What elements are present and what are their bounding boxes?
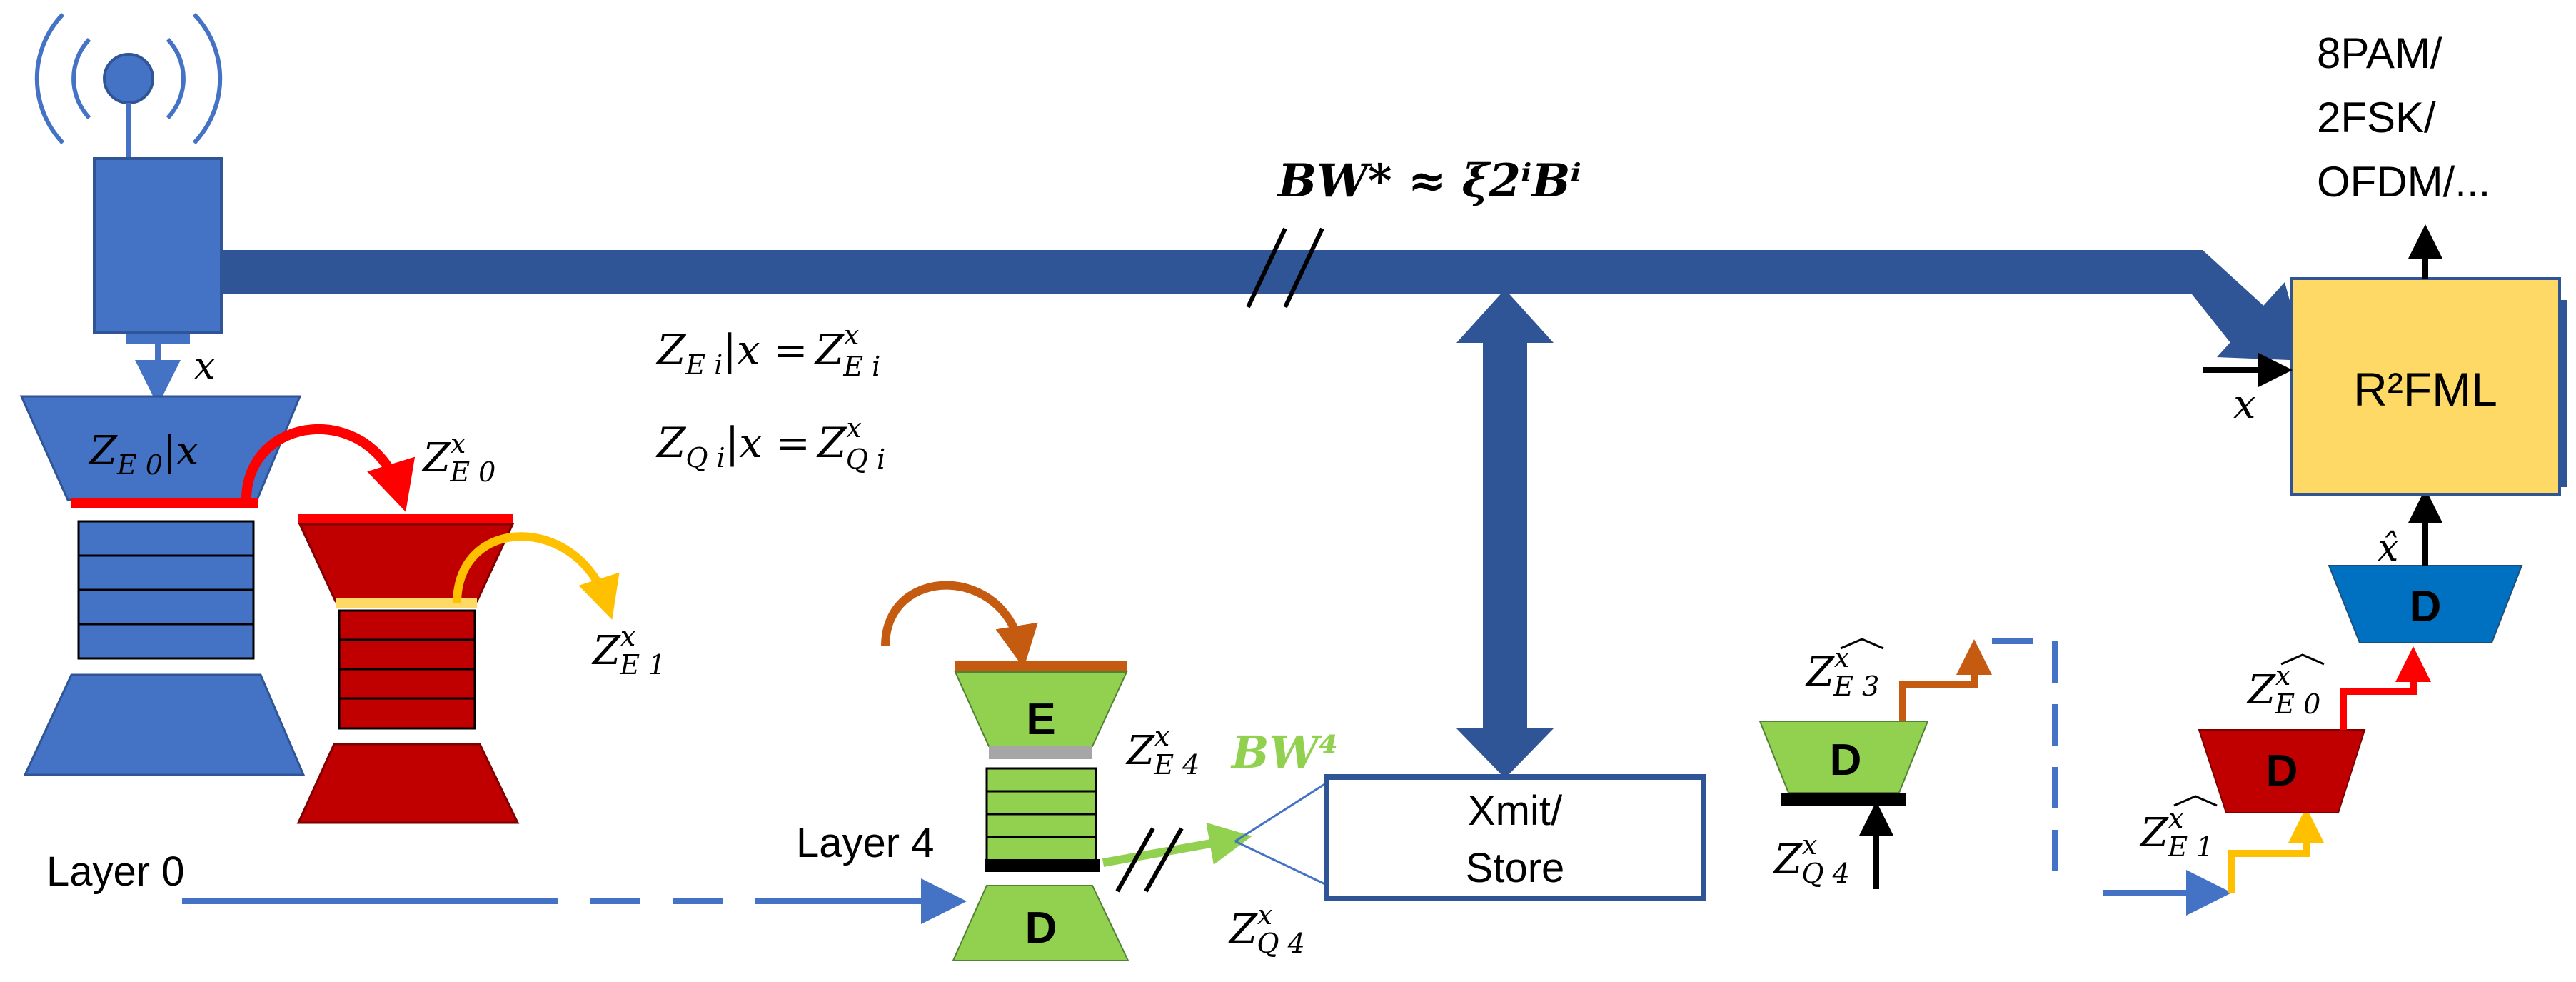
rfml-label: R²FML (2353, 363, 2497, 416)
layer0-encoder-trapezoid (19, 395, 302, 501)
x-hat-label: x̂ (2378, 527, 2398, 570)
blue-decoder-d-label: D (2410, 582, 2442, 631)
orange-transfer-arrow (881, 581, 1038, 668)
green-decoder-trapezoid (952, 885, 1129, 961)
red-transfer-arrow (241, 424, 416, 512)
layer4-decoder-d-label: D (1025, 903, 1057, 953)
layer0-latent-bar (71, 498, 258, 508)
antenna-icon (34, 12, 223, 159)
layer0-label: Layer 0 (46, 848, 184, 895)
layer0-latent-stack (77, 520, 255, 660)
bw4-break-mark-2 (1144, 827, 1184, 893)
bw4-label: BW⁴ (1230, 726, 1338, 778)
device-base (126, 334, 190, 344)
red-decoder-right (2198, 729, 2366, 813)
bus-arrowhead (2217, 282, 2306, 361)
green-decoder-black-bar (1781, 793, 1906, 806)
gold-step-arrow (2228, 807, 2324, 893)
green-orange-bar (955, 661, 1127, 672)
red-latent-stack (338, 609, 476, 730)
modulation-line-3: OFDM/... (2317, 158, 2490, 206)
orange-step-arrow (1899, 639, 1992, 721)
blue-decoder-right (2328, 565, 2523, 643)
modulation-line-1: 8PAM/ (2317, 29, 2442, 77)
ze1-hat-accent (2173, 795, 2218, 807)
vertical-bus-top-arrow (1456, 289, 1554, 343)
bandwidth-formula: BW* ≈ ξ2ⁱBⁱ (1277, 154, 1581, 208)
xmit-connector-bottom (1234, 840, 1329, 887)
green-decoder-d-label: D (1830, 736, 1862, 785)
layer0-decoder-trapezoid (23, 673, 306, 776)
ze0-given-x-label: ZE 0|x (88, 428, 198, 481)
gold-transfer-arrow (453, 532, 620, 620)
x-input-rfml-label: x (2233, 381, 2256, 428)
red-encoder-trapezoid (298, 523, 515, 603)
layer4-label: Layer 4 (796, 820, 934, 866)
vertical-bus-shaft (1483, 336, 1527, 736)
red-step-arrow (2340, 646, 2431, 730)
encoder-e-label: E (1026, 695, 1055, 744)
store-label: Store (1466, 845, 1565, 891)
rfml-block-edge (2560, 300, 2567, 487)
ze3-hat-accent (1840, 638, 1884, 650)
bus-break-mark-2 (1283, 227, 1324, 309)
modulation-line-2: 2FSK/ (2317, 94, 2436, 141)
red-decoder-trapezoid (296, 743, 520, 824)
vertical-bus-bottom-arrow (1456, 728, 1554, 778)
red-latent-bar-yellow (336, 598, 477, 608)
xmit-connector-top (1234, 781, 1329, 843)
green-black-bar (985, 859, 1100, 872)
x-input-label: x (194, 345, 215, 388)
green-latent-stack (985, 767, 1097, 863)
main-data-bus (221, 250, 2285, 357)
xmit-label: Xmit/ (1468, 788, 1563, 834)
rfml-block (2290, 277, 2561, 496)
bw4-break-mark-1 (1115, 827, 1155, 893)
ze0-hat-accent (2280, 653, 2325, 666)
red-decoder-d-label: D (2266, 746, 2298, 796)
red-latent-bar (298, 514, 513, 524)
bus-break-mark-1 (1246, 227, 1287, 309)
green-gray-bar (989, 746, 1092, 759)
transmitter-device (93, 157, 223, 334)
xmit-store-box (1324, 774, 1706, 901)
